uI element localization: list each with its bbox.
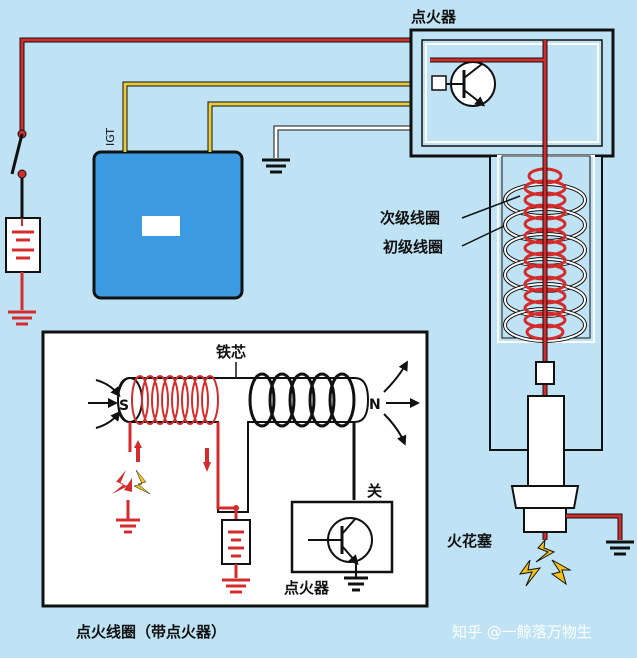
secondary-coil-label: 次级线圈 (380, 209, 440, 227)
pole-s-label: S (119, 398, 129, 414)
current-arrows (134, 440, 211, 472)
ground-icon (262, 158, 290, 174)
transistor-icon (308, 517, 373, 578)
igniter-top-label: 点火器 (411, 8, 457, 26)
ecu-box (92, 150, 244, 300)
ground-icon (8, 310, 36, 326)
magnetic-field-arrow-icon (88, 360, 420, 446)
spark-plug (510, 361, 623, 540)
switch-icon (10, 129, 27, 218)
switch-off-label: 关 (367, 482, 382, 500)
igniter-module (409, 28, 615, 158)
igt-label: IGT (104, 128, 117, 146)
ground-icon (344, 576, 368, 592)
ground-icon (222, 578, 250, 594)
pole-n-label: N (369, 397, 381, 413)
battery-icon (5, 217, 41, 310)
primary-coil-label: 初级线圈 (383, 238, 443, 256)
igt-signal-wires (122, 81, 432, 158)
spark-plug-label: 火花塞 (447, 532, 493, 550)
ground-icon (606, 540, 634, 556)
watermark: 知乎 @一鲸落万物生 (452, 623, 592, 641)
spark-icon (518, 538, 572, 587)
inset-primary-coil (248, 372, 356, 428)
transistor-icon (446, 61, 496, 107)
inset-secondary-coil (131, 375, 219, 425)
caption: 点火线圈（带点火器） (76, 623, 226, 641)
iron-core-label: 铁芯 (216, 343, 246, 361)
ground-icon (116, 500, 140, 534)
secondary-leader (461, 195, 521, 219)
primary-leader (461, 225, 505, 247)
battery-icon (221, 508, 251, 578)
spark-icon (112, 469, 151, 495)
igniter-inset-label: 点火器 (284, 579, 330, 597)
